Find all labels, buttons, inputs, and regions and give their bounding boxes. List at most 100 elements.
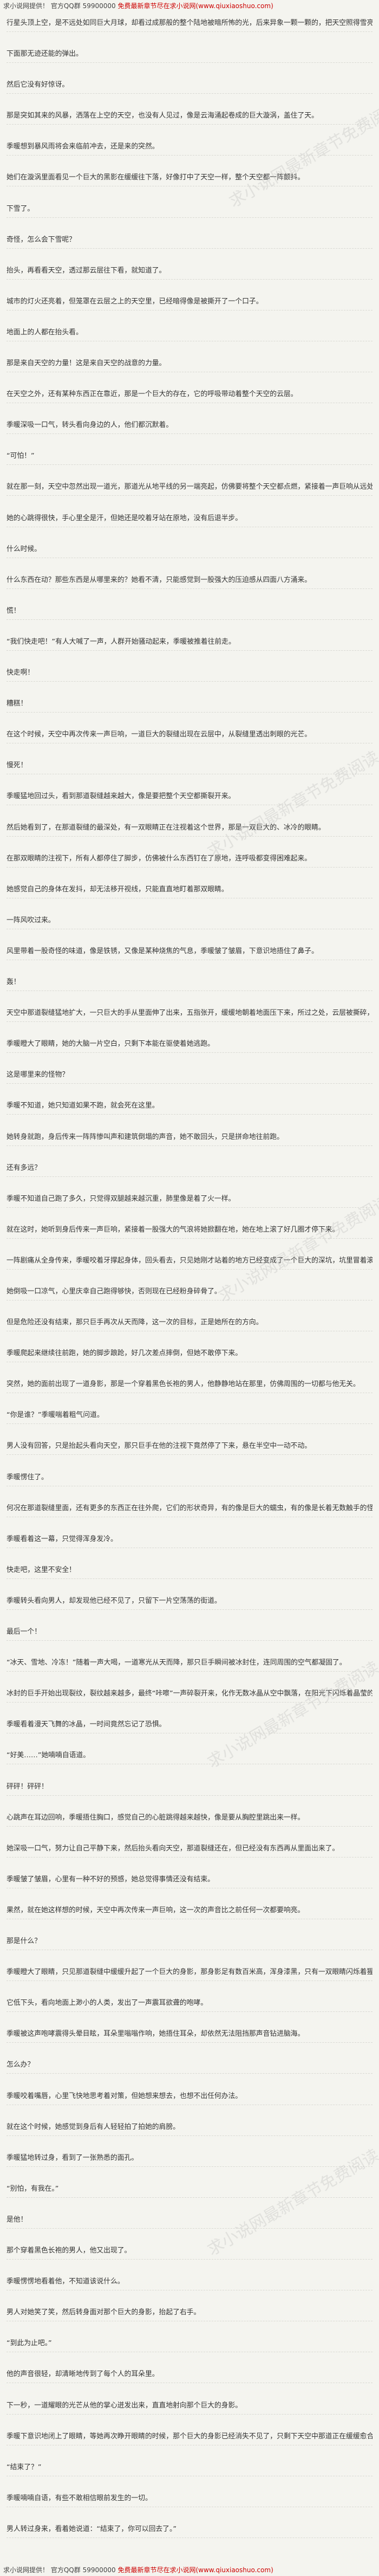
paragraph: 季暖瞪大了眼睛，她的大脑一片空白，只剩下本能在驱使着她逃跑。 — [6, 1040, 214, 1048]
paragraph: “别怕，有我在。” — [6, 2185, 59, 2193]
header-site-label: 官方QQ群 — [50, 2, 81, 10]
paragraph-divider — [6, 1114, 373, 1115]
paragraph: “你是谁？”季暖喘着粗气问道。 — [6, 1411, 104, 1419]
paragraph: 然后它没有好惊讶。 — [6, 81, 69, 89]
paragraph-divider — [6, 836, 373, 837]
paragraph: 最后一个！ — [6, 1628, 41, 1636]
paragraph: 一阵剧痛从全身传来，季暖咬着牙撑起身体，回头看去，只见她刚才站着的地方已经变成了… — [6, 1257, 373, 1265]
paragraph: 但是危险还没有结束，那只巨手再次从天而降，这一次的目标，正是她所在的方向。 — [6, 1318, 263, 1326]
paragraph: 季暖瞪大了眼睛，只见那道裂缝中缓缓升起了一个巨大的身影，那身影足有数百米高，浑身… — [6, 1968, 373, 1976]
paragraph: 她感觉自己的身体在发抖，却无法移开视线，只能直直地盯着那双眼睛。 — [6, 885, 228, 894]
paragraph: 在这个时候，天空中再次传来一声巨响，一道巨大的裂缝出现在云层中，从裂缝里透出刺眼… — [6, 730, 312, 739]
paragraph-divider — [6, 2259, 373, 2260]
paragraph: 季暖咬着嘴唇，心里飞快地思考着对策，但她想来想去，也想不出任何办法。 — [6, 2092, 243, 2100]
paragraph-divider — [6, 1083, 373, 1084]
paragraph-divider — [6, 1145, 373, 1146]
site-footer: 求小说网提供！ 官方QQ群 59900000 免费最新章节尽在求小说网(www.… — [0, 2564, 379, 2576]
paragraph: “我们快走吧！”有人大喊了一声，人群开始骚动起来，季暖被推着往前走。 — [6, 638, 236, 646]
paragraph: 慌！ — [6, 607, 21, 615]
paragraph: 何况在那道裂缝里面，还有更多的东西正在往外爬，它们的形状奇异，有的像是巨大的蠕虫… — [6, 1504, 373, 1512]
paragraph: “冰天、雪地、冷冻！”随着一声大喝，一道寒光从天而降，那只巨手瞬间被冰封住，连同… — [6, 1659, 347, 1667]
paragraph: 她倒吸一口凉气，心里庆幸自己跑得够快，否则现在已经粉身碎骨了。 — [6, 1287, 221, 1296]
paragraph: 风里带着一股奇怪的味道，像是铁锈，又像是某种烧焦的气息，季暖皱了皱眉，下意识地捂… — [6, 947, 318, 955]
paragraph-divider — [6, 1578, 373, 1579]
paragraph: 还有多远？ — [6, 1164, 41, 1172]
paragraph: 怎么办？ — [6, 2061, 35, 2069]
paragraph: 在天空之外，还有某种东西正在靠近，那是一个巨大的存在，它的呼吸带动着整个天空的云… — [6, 390, 298, 398]
paragraph-divider — [6, 2166, 373, 2167]
paragraph-divider — [6, 433, 373, 434]
paragraph: 轰！ — [6, 978, 21, 986]
paragraph-divider — [6, 1423, 373, 1424]
paragraph: 季暖爬起来继续往前跑，她的脚步踉跄，好几次差点摔倒，但她不敢停下来。 — [6, 1349, 243, 1357]
paragraph: 季暖被这声咆哮震得头晕目眩，耳朵里嗡嗡作响，她捂住耳朵，却依然无法阻挡那声音钻进… — [6, 2030, 305, 2038]
paragraph: 在那双眼睛的注视下，所有人都停住了脚步，仿佛被什么东西钉在了原地，连呼吸都变得困… — [6, 855, 312, 863]
paragraph: “好美……”她喃喃自语道。 — [6, 1751, 90, 1759]
paragraph: 奇怪，怎么会下雪呢？ — [6, 236, 76, 244]
paragraph: 季暖皱了皱眉，心里有一种不好的预感，她总觉得事情还没有结束。 — [6, 1875, 214, 1884]
paragraph-divider — [6, 712, 373, 713]
paragraph-divider — [6, 650, 373, 651]
paragraph-divider — [6, 217, 373, 218]
paragraph-divider — [6, 1702, 373, 1703]
paragraph: 快走吧，这里不安全！ — [6, 1566, 76, 1574]
paragraph: 快走啊！ — [6, 669, 35, 677]
paragraph-divider — [6, 279, 373, 280]
paragraph-divider — [6, 155, 373, 156]
paragraph: 她深吸一口气，努力让自己平静下来，然后抬头看向天空，那道裂缝还在，但已经没有东西… — [6, 1844, 339, 1853]
paragraph-divider — [6, 1021, 373, 1022]
paragraph-divider — [6, 31, 373, 32]
footer-promo-link[interactable]: 免费最新章节尽在求小说网(www.qiuxiaoshuo.com) — [117, 2566, 273, 2574]
paragraph: 她们在漩涡里面看见一个巨大的黑影在缓缓往下落，好像打中了天空一样，整个天空都一阵… — [6, 173, 305, 182]
paragraph: 城市的灯火还亮着，但笼罩在云层之上的天空里，已经暗得像是被撕开了一个口子。 — [6, 297, 263, 306]
paragraph: “结束了？” — [6, 2463, 42, 2471]
paragraph-divider — [6, 1176, 373, 1177]
paragraph: 那个穿着黑色长袍的男人，他又出现了。 — [6, 2247, 132, 2255]
paragraph-divider — [6, 1640, 373, 1641]
paragraph-divider — [6, 619, 373, 620]
paragraph: 天空中那道裂缝猛地扩大，一只巨大的手从里面伸了出来，五指张开，缓缓地朝着地面压下… — [6, 1009, 373, 1017]
header-promo-link[interactable]: 免费最新章节尽在求小说网(www.qiuxiaoshuo.com) — [117, 2, 273, 10]
paragraph: 突然，她的面前出现了一道身影，那是一个穿着黑色长袍的男人，他静静地站在那里，仿佛… — [6, 1380, 360, 1388]
paragraph: 季暖深吸一口气，转头看向身边的人，他们都沉默着。 — [6, 421, 173, 429]
paragraph: 季暖不知道自己跑了多久，只觉得双腿越来越沉重，肺里像是着了火一样。 — [6, 1195, 236, 1203]
paragraph-divider — [6, 867, 373, 868]
header-text: 求小说网提供！ — [3, 2, 49, 10]
paragraph-divider — [6, 2011, 373, 2012]
paragraph-divider — [6, 588, 373, 589]
paragraph: 就在这个时候，她感觉到身后有人轻轻拍了拍她的肩膀。 — [6, 2123, 180, 2131]
paragraph: 男人没有回答，只是抬起头看向天空，那只巨手在他的注视下竟然停了下来，悬在半空中一… — [6, 1442, 312, 1450]
paragraph: 季暖看着这一幕，只觉得浑身发冷。 — [6, 1535, 117, 1543]
paragraph: 慢死！ — [6, 761, 28, 769]
paragraph: 地面上的人都在抬头看。 — [6, 328, 83, 336]
paragraph-divider — [6, 1454, 373, 1455]
paragraph: 什么东西在动？那些东西是从哪里来的？她看不清，只能感觉到一股强大的压迫感从四面八… — [6, 576, 312, 584]
footer-site-label: 官方QQ群 — [50, 2566, 81, 2574]
paragraph-divider — [6, 1269, 373, 1270]
paragraph-divider — [6, 464, 373, 465]
paragraph: 那是来自天空的力量！这是来自天空的战意的力量。 — [6, 359, 166, 367]
paragraph: 季暖猛地回过头，看到那道裂缝越来越大，像是要把整个天空都撕裂开来。 — [6, 792, 236, 800]
paragraph-divider — [6, 1207, 373, 1208]
paragraph-divider — [6, 1609, 373, 1610]
paragraph: 季暖愣愣地看着他，不知道该说什么。 — [6, 2277, 125, 2286]
paragraph: 下面那无迹还能的弹出。 — [6, 50, 83, 58]
paragraph-divider — [6, 2228, 373, 2229]
paragraph-divider — [6, 2135, 373, 2136]
paragraph: 然后她看到了，在那道裂缝的最深处，有一双眼睛正在注视着这个世界，那是一双巨大的、… — [6, 824, 325, 832]
paragraph: 果然，就在她这样想的时候，天空中再次传来一声巨响，这一次的声音比之前任何一次都要… — [6, 1906, 305, 1914]
paragraph: 一阵风吹过来。 — [6, 916, 55, 924]
paragraph: 他的声音很轻，却清晰地传到了每个人的耳朵里。 — [6, 2370, 159, 2378]
paragraph: “到此为止吧。” — [6, 2339, 52, 2347]
paragraph: 季暖想到暴风雨将会来临前冲去，还是来的突然。 — [6, 143, 159, 151]
paragraph: 那是突如其来的风暴，洒落在上空的天空，也没有人见过，像是云海涌起卷成的巨大漩涡，… — [6, 112, 318, 120]
paragraph: 冰封的巨手开始出现裂纹，裂纹越来越多，最终“咔嚓”一声碎裂开来，化作无数冰晶从空… — [6, 1690, 373, 1698]
paragraph: 心跳声在耳边回响，季暖捂住胸口，感觉自己的心脏跳得越来越快，像是要从胸腔里跳出来… — [6, 1814, 305, 1822]
paragraph-divider — [6, 248, 373, 249]
paragraph: 那是什么？ — [6, 1937, 41, 1945]
paragraph: 季暖愣住了。 — [6, 1473, 48, 1481]
paragraph: 是他！ — [6, 2216, 28, 2224]
paragraph: 她转身就跑，身后传来一阵阵惨叫声和建筑倒塌的声音，她不敢回头，只是拼命地往前跑。 — [6, 1133, 284, 1141]
paragraph: 男人转过身来，看着她说道：“结束了，你可以回去了。” — [6, 2525, 177, 2533]
paragraph: 抬头，再看看天空，透过那云层往下看，就知道了。 — [6, 267, 166, 275]
